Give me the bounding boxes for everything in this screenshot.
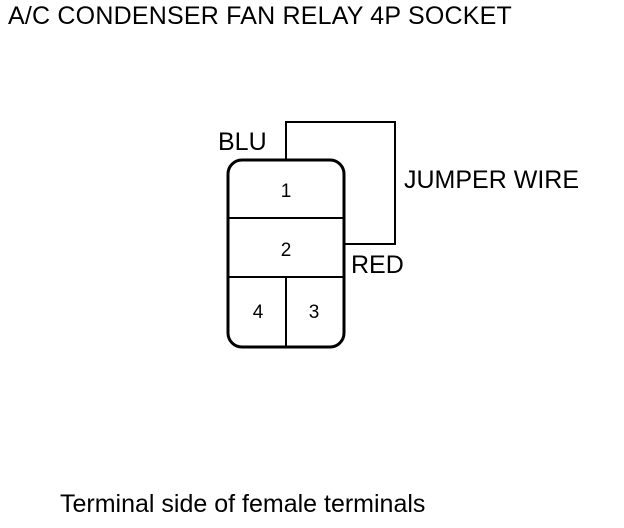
jumper-wire bbox=[285, 121, 396, 245]
terminal-4-label: 4 bbox=[253, 302, 264, 323]
diagram-caption: Terminal side of female terminals bbox=[60, 490, 426, 518]
blu-wire-label: BLU bbox=[218, 128, 267, 156]
terminal-1-label: 1 bbox=[281, 181, 292, 202]
diagram-title: A/C CONDENSER FAN RELAY 4P SOCKET bbox=[8, 2, 512, 30]
terminal-3-label: 3 bbox=[309, 302, 320, 323]
jumper-wire-label: JUMPER WIRE bbox=[404, 166, 579, 194]
terminal-2-label: 2 bbox=[281, 240, 292, 261]
red-wire-label: RED bbox=[351, 251, 404, 279]
